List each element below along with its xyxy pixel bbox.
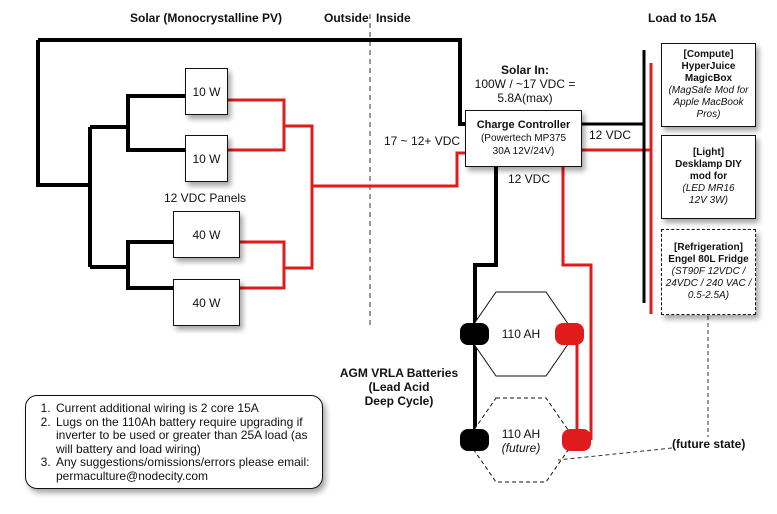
future-state-leader-battery [557, 447, 673, 461]
panel-label: 10 W [192, 84, 221, 99]
note-item: Lugs on the 110Ah battery require upgrad… [54, 415, 314, 457]
solar-heading: Solar (Monocrystalline PV) [130, 11, 283, 25]
load-light: [Light] Desklamp DIY mod for (LED MR16 1… [661, 135, 756, 219]
solar-in-title: Solar In: [500, 63, 549, 77]
note-item: Any suggestions/omissions/errors please … [54, 455, 314, 483]
load-detail: (ST90F 12VDC / [671, 266, 746, 277]
load-name: HyperJuice [681, 61, 736, 72]
note-item: Current additional wiring is 2 core 15A [54, 401, 314, 416]
battery-1-positive-terminal [555, 323, 584, 345]
panel-label: 10 W [192, 151, 221, 166]
load-name: mod for [689, 171, 728, 182]
panel-40w-2: 40 W [173, 279, 240, 326]
battery-1-capacity: 110 AH [501, 327, 541, 341]
controller-rating: 30A 12V/24V) [492, 146, 555, 157]
load-detail: Pros) [696, 109, 721, 120]
load-compute: [Compute] HyperJuice MagicBox (MagSafe M… [661, 43, 756, 127]
load-voltage-label: 12 VDC [589, 128, 632, 142]
outside-heading: Outside [324, 11, 369, 25]
load-name: MagicBox [684, 73, 733, 84]
panel-10w-1: 10 W [185, 68, 228, 115]
solar-in-line1: 100W / ~17 VDC = [474, 77, 576, 91]
load-name: Engel 80L Fridge [668, 254, 749, 265]
load-detail: Apple MacBook [673, 97, 744, 108]
load-detail: 12V 3W) [689, 195, 728, 206]
future-state-label: (future state) [672, 437, 746, 451]
battery-2-positive-terminal [562, 429, 591, 451]
load-name: Desklamp DIY [675, 159, 742, 170]
controller-title: Charge Controller [476, 119, 571, 131]
battery-2-capacity: 110 AH [501, 427, 541, 441]
load-detail: (LED MR16 [682, 183, 735, 194]
batteries-label-1: AGM VRLA Batteries [339, 366, 459, 380]
battery-wiring [473, 165, 593, 445]
load-category: [Compute] [683, 49, 734, 60]
battery-voltage-label: 12 VDC [508, 172, 551, 186]
load-bus-wiring [580, 50, 653, 314]
batteries-label-3: Deep Cycle) [364, 394, 434, 408]
panel-label: 40 W [192, 295, 221, 310]
panel-label: 40 W [192, 227, 221, 242]
charge-controller: Charge Controller (Powertech MP375 30A 1… [465, 110, 582, 167]
panel-10w-2: 10 W [185, 135, 228, 182]
load-detail: 0.5-2.5A) [687, 290, 730, 301]
solar-in-line2: 5.8A(max) [497, 91, 553, 105]
load-heading: Load to 15A [648, 11, 717, 25]
positive-panel-wiring [226, 98, 465, 290]
load-category: [Refrigeration] [674, 242, 743, 253]
load-refrigeration: [Refrigeration] Engel 80L Fridge (ST90F … [661, 229, 756, 315]
controller-model: (Powertech MP375 [480, 133, 567, 144]
negative-panel-wiring [36, 38, 465, 290]
notes-box: Current additional wiring is 2 core 15A … [25, 395, 323, 489]
load-detail: 24VDC / 240 VAC / [665, 278, 752, 289]
inside-heading: Inside [376, 11, 411, 25]
battery-2-negative-terminal [460, 429, 489, 451]
batteries-label-2: (Lead Acid [368, 380, 430, 394]
input-voltage-label: 17 ~ 12+ VDC [384, 134, 461, 148]
battery-2-note: (future) [501, 441, 541, 455]
battery-1-negative-terminal [460, 323, 489, 345]
panel-40w-1: 40 W [173, 211, 240, 258]
panels-group-label: 12 VDC Panels [164, 191, 247, 205]
load-detail: (MagSafe Mod for [668, 85, 749, 96]
load-category: [Light] [692, 147, 725, 158]
